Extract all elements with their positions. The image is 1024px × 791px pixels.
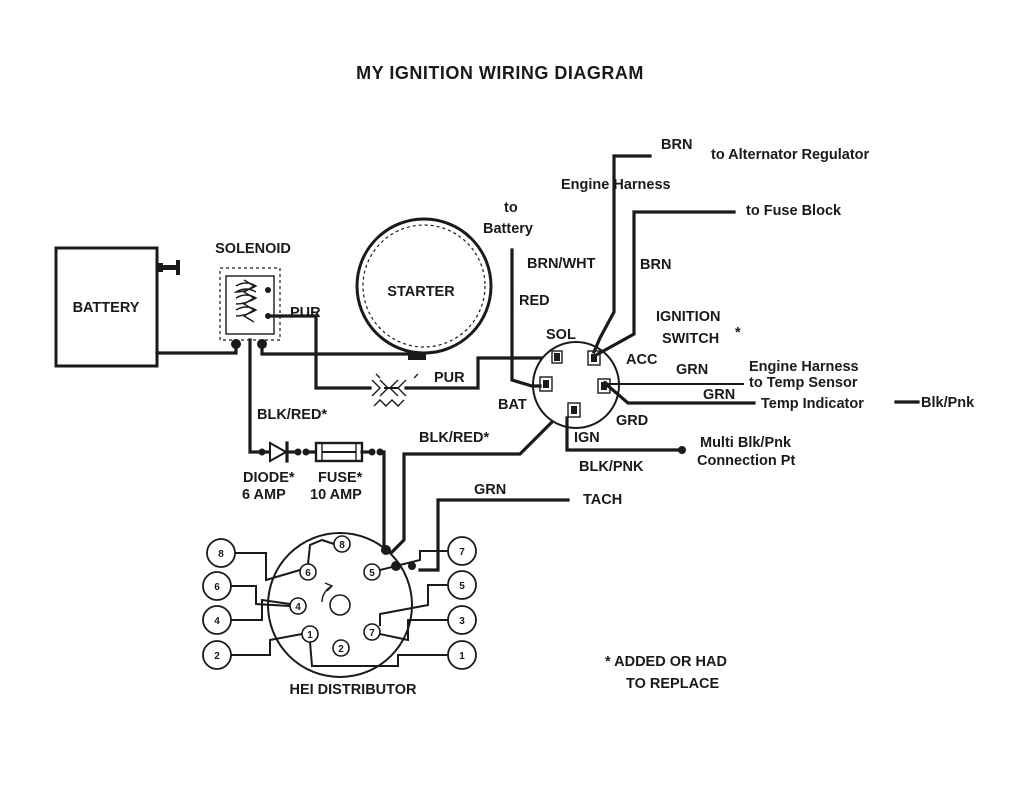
- blk-red-label-switch: BLK/RED*: [419, 430, 489, 446]
- brn-wht-label: BRN/WHT: [527, 256, 596, 272]
- outer-pin-2: 2: [214, 651, 220, 662]
- diagram-title: MY IGNITION WIRING DIAGRAM: [356, 63, 644, 83]
- alternator-label: to Alternator Regulator: [711, 147, 870, 163]
- grn-tach-label: GRN: [474, 482, 506, 498]
- hei-distributor-label: HEI DISTRIBUTOR: [289, 682, 417, 698]
- battery-solenoid-cable: [155, 342, 238, 355]
- terminal-bat-label: BAT: [498, 397, 527, 413]
- solenoid-label: SOLENOID: [215, 241, 291, 257]
- grn-temp-indicator-wire: GRN Temp Indicator Blk/Pnk: [604, 382, 975, 412]
- to-battery-label: to: [504, 200, 518, 216]
- footnote-line-2: TO REPLACE: [626, 676, 720, 692]
- blk-pnk-end-label: Blk/Pnk: [921, 395, 975, 411]
- hei-distributor-component: HEI DISTRIBUTOR 8 6 4 2 7 5 3 1: [202, 532, 477, 698]
- solenoid-component: SOLENOID: [215, 241, 291, 349]
- terminal-ign-label: IGN: [574, 430, 600, 446]
- temp-sensor-label-1: Engine Harness: [749, 359, 859, 375]
- outer-pin-4: 4: [214, 616, 220, 627]
- brn-top-label: BRN: [661, 137, 692, 153]
- blk-pnk-wire: BLK/PNK Multi Blk/Pnk Connection Pt: [565, 416, 795, 475]
- terminal-sol-label: SOL: [546, 327, 576, 343]
- grn-temp-label-1: GRN: [676, 362, 708, 378]
- pur-wire-switch: PUR: [404, 356, 550, 390]
- footnote-line-1: * ADDED OR HAD: [605, 654, 727, 670]
- pur-wire-solenoid: PUR: [266, 305, 372, 390]
- pur-wire-label-switch: PUR: [434, 370, 465, 386]
- battery-component: BATTERY: [54, 246, 180, 368]
- solenoid-starter-cable: [260, 342, 417, 356]
- diode-label: DIODE*: [243, 470, 295, 486]
- outer-pin-5: 5: [459, 581, 465, 592]
- blk-red-wire-solenoid: BLK/RED*: [248, 338, 327, 454]
- brn-fuse-block-wire: BRN to Fuse Block: [595, 203, 842, 357]
- engine-harness-label: Engine Harness: [561, 177, 671, 193]
- inner-pin-4: 4: [295, 602, 301, 613]
- to-battery-label-2: Battery: [483, 221, 533, 237]
- terminal-grd-label: GRD: [616, 413, 648, 429]
- battery-label: BATTERY: [73, 300, 140, 316]
- multi-connection-label: Multi Blk/Pnk: [700, 435, 792, 451]
- outer-pin-6: 6: [214, 582, 220, 593]
- temp-indicator-label: Temp Indicator: [761, 396, 864, 412]
- outer-pin-3: 3: [459, 616, 465, 627]
- inner-pin-5: 5: [369, 568, 375, 579]
- red-battery-wire: to Battery RED: [483, 200, 550, 388]
- fuse-to-distributor-wire: [378, 450, 386, 550]
- grn-temp-sensor-wire: GRN Engine Harness to Temp Sensor: [605, 359, 859, 391]
- ignition-switch-label-2: SWITCH: [662, 331, 719, 347]
- fuse-block-label: to Fuse Block: [746, 203, 842, 219]
- inner-pin-7: 7: [369, 628, 375, 639]
- ignition-switch-asterisk: *: [735, 325, 741, 341]
- fuse-component: FUSE* 10 AMP: [304, 441, 384, 503]
- tach-label: TACH: [583, 492, 622, 508]
- pur-connector-plug: [371, 373, 419, 407]
- red-wire-label: RED: [519, 293, 550, 309]
- inner-pin-2: 2: [338, 644, 344, 655]
- distributor-outer-pins-left: 8 6 4 2: [202, 538, 236, 670]
- diode-rating: 6 AMP: [242, 487, 286, 503]
- inner-pin-6: 6: [305, 568, 311, 579]
- multi-connection-label-2: Connection Pt: [697, 453, 795, 469]
- outer-pin-7: 7: [459, 547, 465, 558]
- starter-label: STARTER: [387, 284, 455, 300]
- brn-fuse-label: BRN: [640, 257, 671, 273]
- grn-temp-label-2: GRN: [703, 387, 735, 403]
- distributor-outer-pins-right: 7 5 3 1: [447, 536, 477, 670]
- pur-wire-label-solenoid: PUR: [290, 305, 321, 321]
- fuse-rating: 10 AMP: [310, 487, 362, 503]
- grn-tach-wire: GRN TACH: [418, 482, 622, 572]
- ignition-switch-label: IGNITION: [656, 309, 720, 325]
- blk-red-label-solenoid: BLK/RED*: [257, 407, 327, 423]
- inner-pin-8: 8: [339, 540, 345, 551]
- diode-component: DIODE* 6 AMP: [242, 441, 310, 503]
- blk-red-wire-switch: BLK/RED*: [389, 415, 559, 555]
- distributor-plug-wires: [231, 538, 448, 667]
- temp-sensor-label-2: to Temp Sensor: [749, 375, 858, 391]
- outer-pin-8: 8: [218, 549, 224, 560]
- outer-pin-1: 1: [459, 651, 465, 662]
- brn-alternator-wire: BRN to Alternator Regulator Engine Harne…: [527, 137, 870, 355]
- blk-pnk-label: BLK/PNK: [579, 459, 644, 475]
- fuse-label: FUSE*: [318, 470, 363, 486]
- terminal-acc-label: ACC: [626, 352, 658, 368]
- starter-component: STARTER: [355, 217, 493, 360]
- inner-pin-1: 1: [307, 630, 313, 641]
